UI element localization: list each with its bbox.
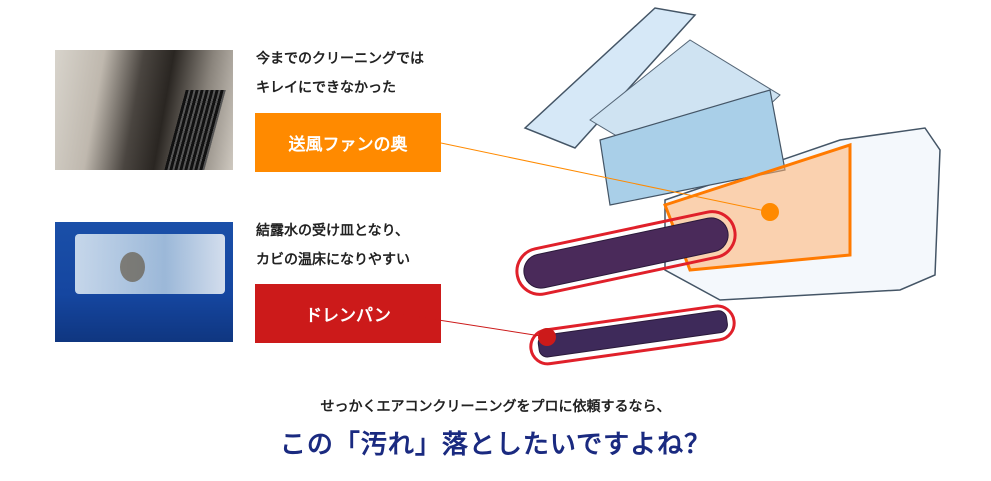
- drain-pan-photo: [55, 222, 233, 342]
- fan-label-text: 送風ファンの奥: [288, 135, 408, 155]
- footer-headline: この「汚れ」落としたいですよね？: [279, 430, 712, 460]
- desc-line: キレイにできなかった: [256, 80, 396, 96]
- fan-interior-photo: [55, 50, 233, 170]
- desc-line: カビの温床になりやすい: [256, 252, 410, 268]
- fan-description: 今までのクリーニングでは キレイにできなかった: [256, 45, 424, 103]
- drain-pan: [529, 304, 736, 366]
- desc-line: 今までのクリーニングでは: [256, 51, 424, 67]
- drain-pan-leader-line: [399, 313, 548, 338]
- drain-pan-label-text: ドレンパン: [305, 306, 391, 326]
- desc-line: 結露水の受け皿となり、: [256, 223, 410, 239]
- fan-leader-line: [440, 142, 771, 213]
- drain-pan-marker-dot: [538, 328, 556, 346]
- front-panel: [523, 7, 697, 149]
- drain-pan-description: 結露水の受け皿となり、 カビの温床になりやすい: [256, 217, 410, 275]
- drain-pan-label: ドレンパン: [255, 284, 441, 343]
- blower-fan: [515, 210, 737, 296]
- footer-subtitle: せっかくエアコンクリーニングをプロに依頼するなら、: [320, 399, 671, 415]
- fan-marker-dot: [761, 203, 779, 221]
- fan-label: 送風ファンの奥: [255, 113, 441, 172]
